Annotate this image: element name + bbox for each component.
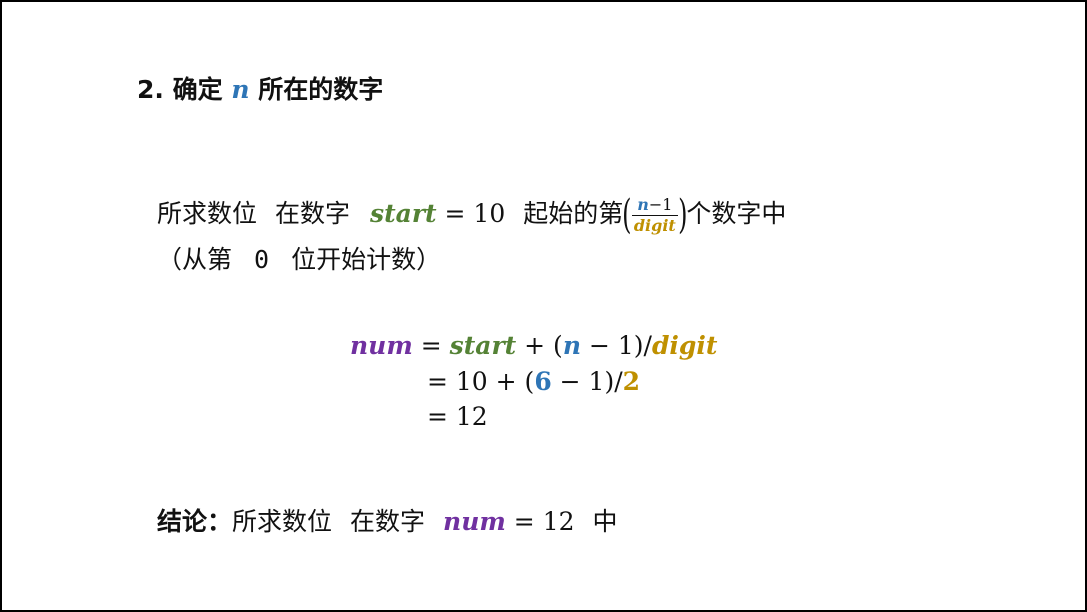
conclusion-label: 结论： <box>157 507 233 536</box>
conclusion-line: 结论：所求数位在数字 num = 12 中 <box>157 504 618 540</box>
eq2-n-value: 6 <box>534 367 552 396</box>
frac-num-rest: −1 <box>648 194 673 214</box>
statement-part4: 个数字中 <box>686 199 787 228</box>
frac-num-var: n <box>637 194 649 214</box>
heading-prefix: 2. 确定 <box>137 75 232 104</box>
eq-minus-one-close: − 1)/ <box>581 331 652 360</box>
left-paren: ( <box>622 192 632 238</box>
eq2-prefix: = 10 + ( <box>427 367 535 396</box>
eq-sign: = <box>412 331 450 360</box>
equation-line-3: = 12 <box>427 399 488 435</box>
eq-digit: digit <box>651 331 718 360</box>
eq2-digit-value: 2 <box>622 367 641 396</box>
conclusion-var-num: num <box>443 507 506 536</box>
equation-line-1: num = start + (n − 1)/digit <box>350 328 717 364</box>
heading-suffix: 所在的数字 <box>249 75 384 104</box>
statement-part1: 所求数位 <box>157 199 258 228</box>
conclusion-part2: 在数字 <box>350 507 426 536</box>
conclusion-part1: 所求数位 <box>232 507 333 536</box>
section-heading: 2. 确定 n 所在的数字 <box>137 72 383 108</box>
note-open: （从第 <box>157 245 233 274</box>
heading-var-n: n <box>231 75 250 104</box>
eq-plus-open: + ( <box>516 331 563 360</box>
statement-eq-value: = 10 <box>436 199 506 228</box>
eq3-result: = 12 <box>427 402 488 431</box>
right-paren: ) <box>677 192 688 238</box>
eq-start: start <box>449 331 517 360</box>
conclusion-eq-value: = 12 <box>505 507 575 536</box>
note-close: 位开始计数） <box>291 245 442 274</box>
note-zero: 0 <box>254 245 270 274</box>
equation-line-2: = 10 + (6 − 1)/2 <box>427 364 640 400</box>
statement-part3: 起始的第 <box>523 199 624 228</box>
eq-lhs-num: num <box>350 331 413 360</box>
statement-var-start: start <box>370 199 437 228</box>
eq2-mid: − 1)/ <box>551 367 623 396</box>
conclusion-part3: 中 <box>592 507 618 536</box>
statement-part2: 在数字 <box>275 199 351 228</box>
frac-den: digit <box>633 215 676 235</box>
statement-note: （从第 0 位开始计数） <box>157 242 441 278</box>
eq-n: n <box>562 331 581 360</box>
